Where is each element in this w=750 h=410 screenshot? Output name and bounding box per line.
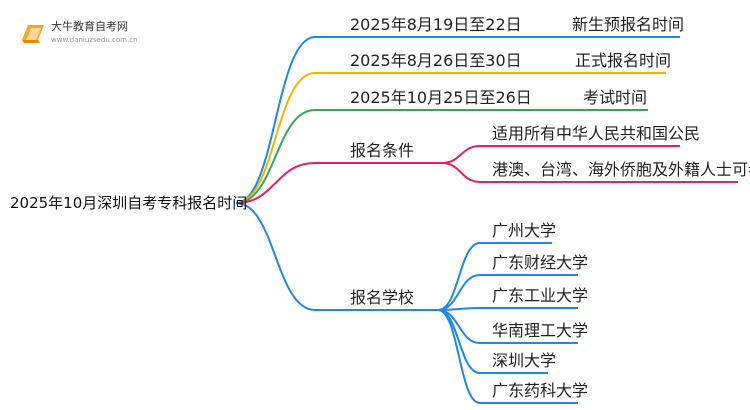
sub-connector: [441, 145, 481, 164]
school-item: 广东财经大学: [492, 253, 589, 272]
branch-label: 2025年8月19日至22日: [350, 15, 522, 34]
school-item: 广州大学: [492, 221, 557, 240]
branch-label: 报名条件: [350, 141, 415, 160]
branch-note: 新生预报名时间: [572, 15, 685, 34]
condition-item: 适用所有中华人民共和国公民: [492, 124, 701, 143]
branch-connector: [235, 109, 316, 204]
school-item: 广东工业大学: [492, 286, 589, 305]
watermark-logo: 大牛教育自考网 www.daniuzsedu.com.cn: [20, 18, 140, 50]
book-icon: [22, 25, 44, 43]
sub-connector: [437, 274, 481, 311]
watermark-url: www.daniuzsedu.com.cn: [51, 36, 138, 44]
branch-connector: [235, 202, 316, 311]
root-topic: 2025年10月深圳自考专科报名时间: [10, 194, 248, 212]
sub-connector: [437, 242, 481, 311]
sub-connector: [437, 309, 481, 344]
branch-label: 2025年10月25日至26日: [350, 88, 532, 107]
school-item: 广东药科大学: [492, 381, 589, 400]
branch-label: 报名学校: [350, 288, 415, 307]
sub-connector: [437, 309, 481, 404]
branch-connector: [235, 162, 316, 204]
school-item: 深圳大学: [492, 351, 557, 370]
school-item: 华南理工大学: [492, 321, 589, 340]
sub-connector: [441, 162, 481, 183]
branch-label: 2025年8月26日至30日: [350, 51, 522, 70]
branch-note: 正式报名时间: [575, 51, 672, 70]
watermark-name: 大牛教育自考网: [51, 20, 128, 33]
branch-connector: [235, 36, 316, 204]
condition-item: 港澳、台湾、海外侨胞及外籍人士可参加: [492, 160, 750, 179]
branch-connector: [235, 72, 316, 204]
branch-note: 考试时间: [583, 88, 648, 107]
